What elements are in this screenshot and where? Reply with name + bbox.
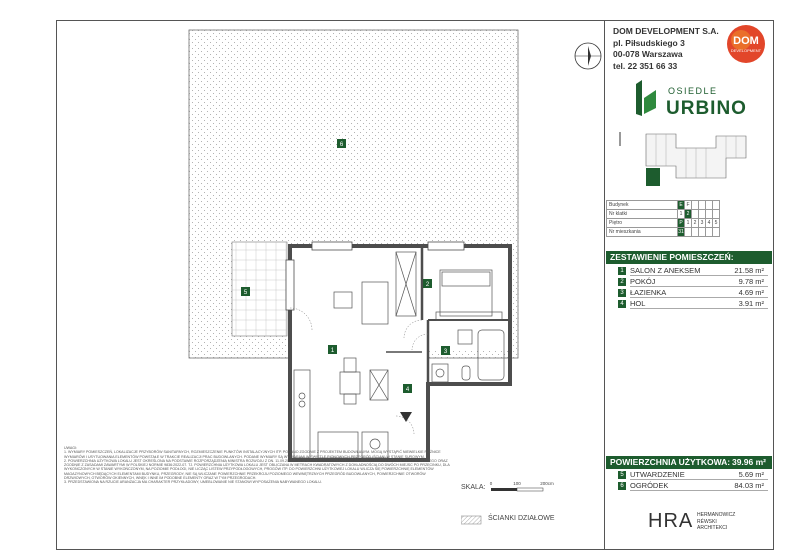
svg-text:0: 0 xyxy=(490,481,493,486)
paved-area xyxy=(231,241,288,337)
company-city: 00-078 Warszawa xyxy=(613,49,683,59)
panel-divider xyxy=(604,20,605,550)
extra-area-row: 5 UTWARDZENIE 5.69 m² xyxy=(606,470,772,480)
room-row: 4 HOL 3.91 m² xyxy=(606,299,772,309)
svg-text:URBINO: URBINO xyxy=(666,98,747,119)
svg-text:100: 100 xyxy=(513,481,521,486)
entry-arrow xyxy=(400,412,412,422)
info-row-apartment: Nr mieszkania 31 xyxy=(606,227,720,237)
svg-text:2: 2 xyxy=(426,282,430,288)
room-labels: 6 5 1 2 3 4 xyxy=(241,139,450,393)
furniture xyxy=(293,251,505,459)
osiedle-urbino-logo: OSIEDLE URBINO xyxy=(636,80,747,119)
rooms-header: ZESTAWIENIE POMIESZCZEŃ: xyxy=(606,251,772,264)
company-phone: tel. 22 351 66 33 xyxy=(613,60,678,71)
scale-bar: 0 100 200cm xyxy=(490,481,554,492)
room-row: 2 POKÓJ 9.78 m² xyxy=(606,277,772,287)
note-item: 3. PRZEDSTAWIONA NA RZUCIE ARANŻACJA MA … xyxy=(64,480,322,485)
sheet-frame xyxy=(56,20,774,550)
usable-area-bar: POWIERZCHNIA UŻYTKOWA: 39.96 m² xyxy=(606,456,772,469)
partition-walls-label: ŚCIANKI DZIAŁOWE xyxy=(488,515,555,522)
info-row-floor: Piętro P 1 2 3 4 5 xyxy=(606,218,720,228)
svg-text:DOM: DOM xyxy=(733,35,759,47)
windows xyxy=(285,241,465,311)
scale-label: SKALA: xyxy=(461,484,486,491)
svg-text:5: 5 xyxy=(244,290,248,296)
company-address: DOM DEVELOPMENT S.A. pl. Piłsudskiego 3 … xyxy=(613,26,719,72)
room-row: 3 ŁAZIENKA 4.69 m² xyxy=(606,288,772,298)
note-item: 2. POWIERZCHNIA UŻYTKOWA LOKALU JEST OKR… xyxy=(64,458,450,481)
svg-text:OSIEDLE: OSIEDLE xyxy=(668,86,718,96)
company-name: DOM DEVELOPMENT S.A. xyxy=(613,26,719,36)
svg-text:DEVELOPMENT: DEVELOPMENT xyxy=(731,48,762,53)
hra-logo: HRA xyxy=(648,510,694,532)
svg-text:1: 1 xyxy=(331,348,335,354)
svg-text:3: 3 xyxy=(444,349,448,355)
company-street: pl. Piłsudskiego 3 xyxy=(613,37,685,48)
notes-title: UWAGI: xyxy=(64,446,78,450)
notes-block: UWAGI: 1. WYMIARY POMIESZCZEŃ, LOKALIZAC… xyxy=(64,446,450,485)
unit-info-table: Budynek E F Nr klatki 1 2 Piętro P 1 2 3… xyxy=(606,200,720,237)
usable-area-value: 39.96 m² xyxy=(731,457,766,467)
doors xyxy=(289,307,429,435)
hra-logo-subtext: HERMANOWICZ RÉWSKI ARCHITEKCI xyxy=(697,512,736,531)
info-row-building: Budynek E F xyxy=(606,200,720,210)
north-arrow-icon xyxy=(574,42,602,70)
building-key-plan xyxy=(619,132,747,186)
extra-area-row: 6 OGRÓDEK 84.03 m² xyxy=(606,481,772,491)
floor-plan: 6 5 1 2 3 4 xyxy=(188,29,519,462)
svg-text:4: 4 xyxy=(406,387,410,393)
info-row-staircase: Nr klatki 1 2 xyxy=(606,209,720,219)
partition-walls-swatch xyxy=(461,515,482,525)
dom-development-logo: DOM DEVELOPMENT xyxy=(727,25,765,63)
svg-text:6: 6 xyxy=(340,142,344,148)
note-item: 1. WYMIARY POMIESZCZEŃ, LOKALIZACJE PRZY… xyxy=(64,450,441,459)
room-row: 1 SALON Z ANEKSEM 21.58 m² xyxy=(606,266,772,276)
usable-area-label: POWIERZCHNIA UŻYTKOWA: xyxy=(610,457,731,467)
svg-text:200cm: 200cm xyxy=(540,481,554,486)
